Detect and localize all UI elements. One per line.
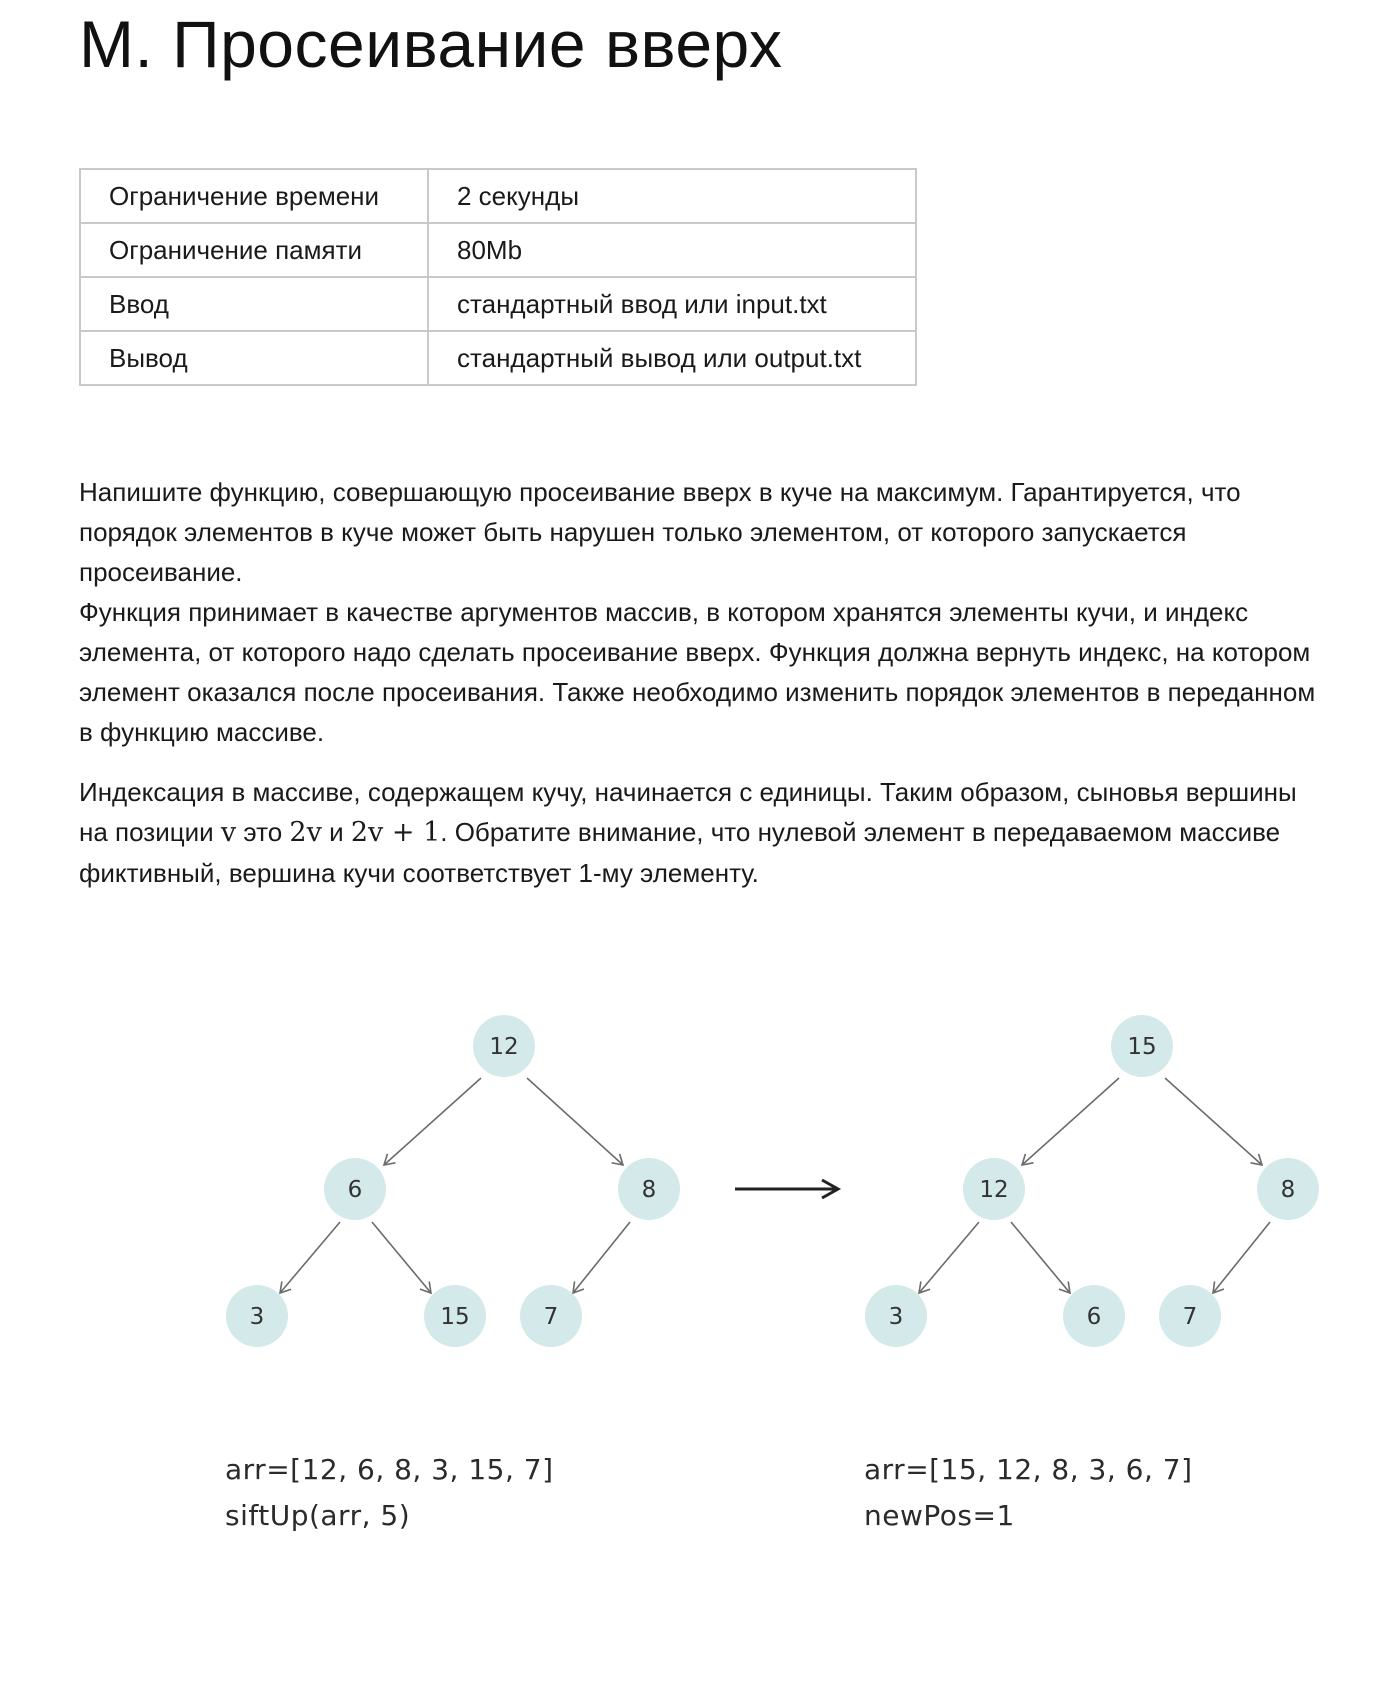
statement-text: . Обратите внимание, что нулевой элемент… bbox=[79, 817, 1281, 888]
heap-node bbox=[520, 1285, 582, 1347]
math-2v-plus-1: 2v + 1 bbox=[350, 817, 441, 848]
node-label: 6 bbox=[348, 1177, 363, 1203]
tree-nodes: 15 12 8 3 6 7 bbox=[865, 1015, 1319, 1347]
node-label: 12 bbox=[489, 1034, 518, 1060]
heap-node bbox=[1063, 1285, 1125, 1347]
statement-text: это bbox=[243, 817, 283, 847]
edge bbox=[1164, 1077, 1264, 1167]
tree-before: 12 6 8 3 15 7 bbox=[226, 1015, 680, 1347]
heap-node bbox=[226, 1285, 288, 1347]
table-row: Ввод стандартный ввод или input.txt bbox=[79, 276, 917, 332]
node-label: 8 bbox=[1281, 1177, 1296, 1203]
node-label: 8 bbox=[642, 1177, 657, 1203]
node-label: 7 bbox=[544, 1304, 559, 1330]
node-label: 3 bbox=[889, 1304, 904, 1330]
heap-figure: 12 6 8 3 15 7 15 12 8 bbox=[226, 1015, 1319, 1347]
statement-text: и bbox=[329, 817, 344, 847]
node-label: 12 bbox=[979, 1177, 1008, 1203]
node-label: 3 bbox=[250, 1304, 265, 1330]
heap-node bbox=[473, 1015, 535, 1077]
heap-node bbox=[865, 1285, 927, 1347]
math-2v: 2v bbox=[289, 817, 322, 848]
tree-nodes: 12 6 8 3 15 7 bbox=[226, 1015, 680, 1347]
edge bbox=[1212, 1221, 1271, 1295]
tree-edges bbox=[278, 1077, 631, 1295]
limit-key-time: Ограничение времени bbox=[79, 168, 429, 224]
heap-node bbox=[424, 1285, 486, 1347]
code-line: siftUp(arr, 5) bbox=[225, 1499, 411, 1532]
limit-value-memory: 80Mb bbox=[427, 222, 917, 278]
node-label: 7 bbox=[1183, 1304, 1198, 1330]
limit-value-output: стандартный вывод или output.txt bbox=[427, 330, 917, 386]
node-label: 6 bbox=[1087, 1304, 1102, 1330]
tree-edges bbox=[917, 1077, 1271, 1295]
edge bbox=[371, 1221, 432, 1295]
edge bbox=[526, 1077, 625, 1167]
node-label: 15 bbox=[440, 1304, 469, 1330]
code-line: arr=[12, 6, 8, 3, 15, 7] bbox=[225, 1453, 554, 1486]
table-row: Вывод стандартный вывод или output.txt bbox=[79, 330, 917, 386]
limit-value-time: 2 секунды bbox=[427, 168, 917, 224]
limit-value-input: стандартный ввод или input.txt bbox=[427, 276, 917, 332]
statement-paragraph-3: Индексация в массиве, содержащем кучу, н… bbox=[79, 772, 1329, 893]
code-line: newPos=1 bbox=[864, 1499, 1015, 1532]
example-after-code: arr=[15, 12, 8, 3, 6, 7] newPos=1 bbox=[864, 1447, 1193, 1539]
heap-node bbox=[1257, 1158, 1319, 1220]
limit-key-input: Ввод bbox=[79, 276, 429, 332]
tree-after: 15 12 8 3 6 7 bbox=[865, 1015, 1319, 1347]
edge bbox=[382, 1077, 482, 1167]
edge bbox=[917, 1221, 980, 1295]
heap-node bbox=[1159, 1285, 1221, 1347]
limit-key-memory: Ограничение памяти bbox=[79, 222, 429, 278]
edge bbox=[1010, 1221, 1071, 1295]
statement-paragraph-1: Напишите функцию, совершающую просеивани… bbox=[79, 477, 1241, 587]
code-line: arr=[15, 12, 8, 3, 6, 7] bbox=[864, 1453, 1193, 1486]
edge bbox=[572, 1221, 631, 1295]
edge bbox=[278, 1221, 341, 1295]
page-title: M. Просеивание вверх bbox=[79, 7, 783, 81]
problem-statement: Напишите функцию, совершающую просеивани… bbox=[79, 472, 1329, 893]
limits-table: Ограничение времени 2 секунды Ограничени… bbox=[79, 168, 917, 386]
heap-node bbox=[1111, 1015, 1173, 1077]
heap-node bbox=[324, 1158, 386, 1220]
example-before-code: arr=[12, 6, 8, 3, 15, 7] siftUp(arr, 5) bbox=[225, 1447, 554, 1539]
limit-key-output: Вывод bbox=[79, 330, 429, 386]
math-v: v bbox=[220, 817, 237, 848]
edge bbox=[1020, 1077, 1120, 1167]
statement-paragraph-2: Функция принимает в качестве аргументов … bbox=[79, 597, 1316, 747]
statement-text: Индексация в массиве, содержащем кучу, н… bbox=[79, 777, 1297, 847]
node-label: 15 bbox=[1127, 1034, 1156, 1060]
table-row: Ограничение памяти 80Mb bbox=[79, 222, 917, 278]
table-row: Ограничение времени 2 секунды bbox=[79, 168, 917, 224]
heap-node bbox=[963, 1158, 1025, 1220]
heap-node bbox=[618, 1158, 680, 1220]
